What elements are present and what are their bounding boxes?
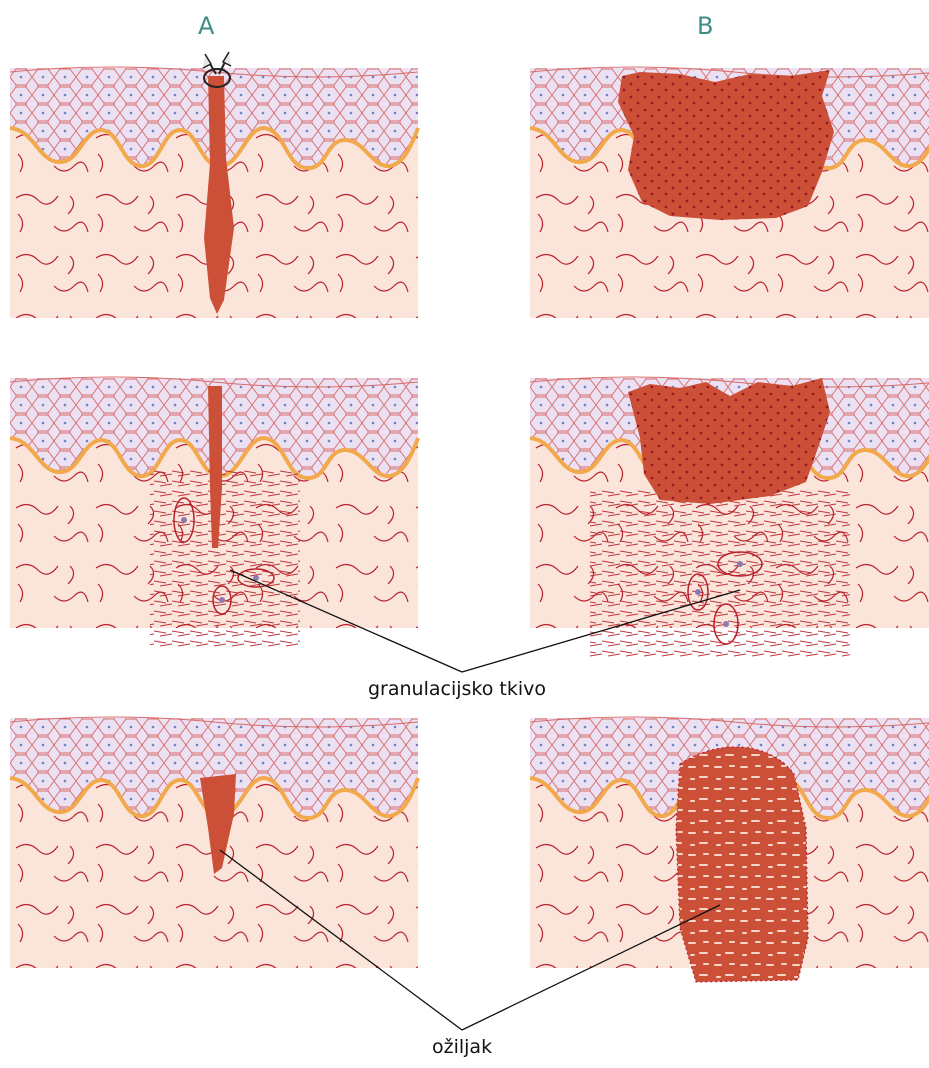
- panel-b-scar: [530, 717, 929, 982]
- panel-b-granulation: [530, 377, 929, 658]
- panel-a-incision: [10, 67, 418, 318]
- granulation-tissue-label: granulacijsko tkivo: [368, 678, 546, 700]
- scar-label: ožiljak: [432, 1036, 492, 1058]
- panel-a-scar: [10, 717, 418, 968]
- panel-b-open-wound: [530, 67, 929, 318]
- scar-tissue: [676, 747, 808, 982]
- panel-a-granulation: [10, 377, 418, 648]
